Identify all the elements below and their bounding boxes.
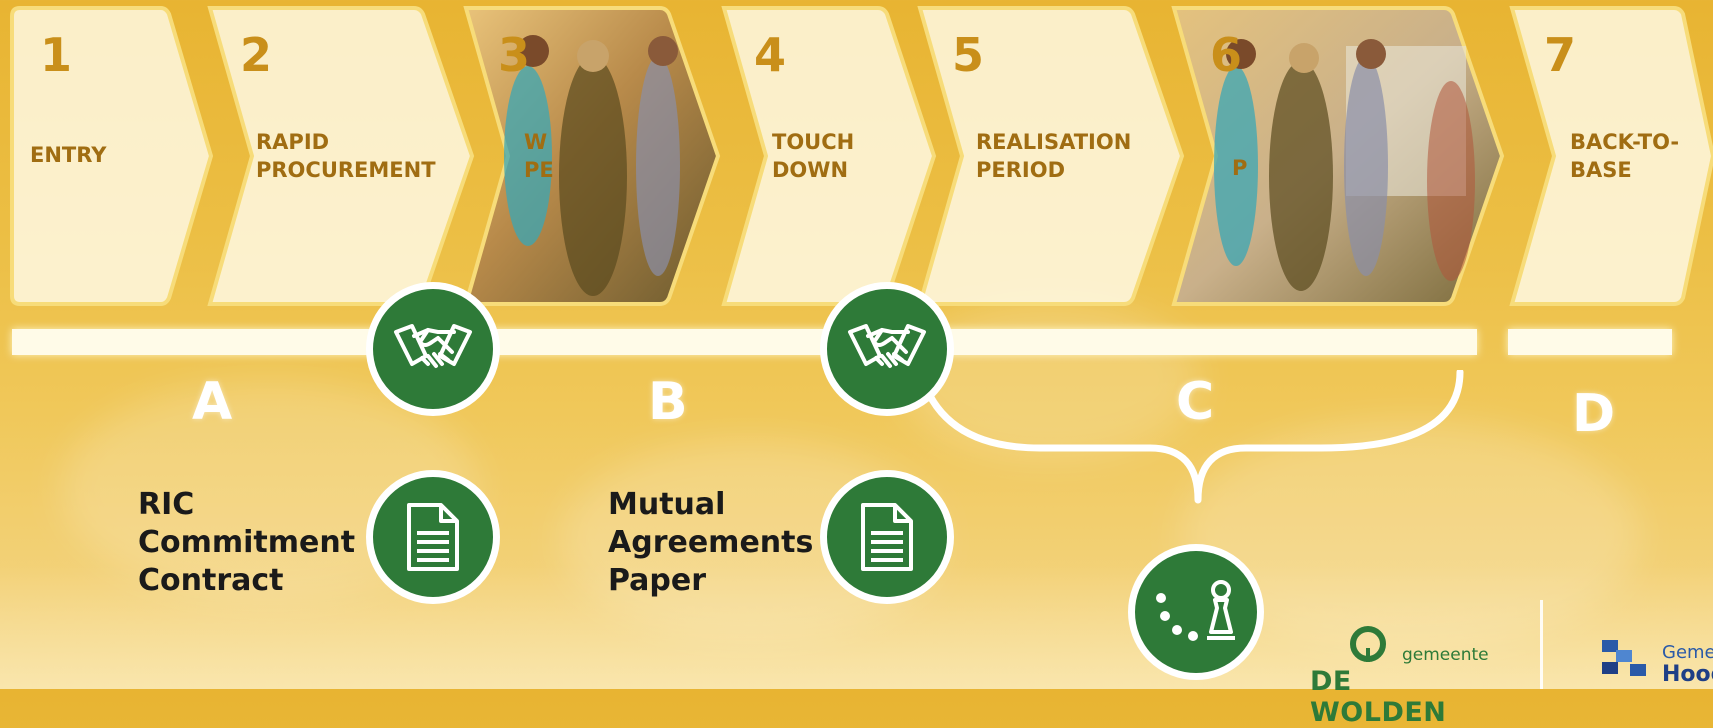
- step-number: 4: [754, 28, 787, 82]
- document-icon: [366, 470, 500, 604]
- step-label: W PE: [524, 130, 554, 182]
- step-chevron-6: 6 P: [1166, 6, 1506, 306]
- logo-tree-icon: [1350, 626, 1386, 662]
- step-label: ENTRY: [30, 143, 107, 167]
- step-label: BACK-TO- BASE: [1570, 130, 1680, 182]
- step-label: TOUCH DOWN: [772, 130, 855, 182]
- logo-hoogeveen: Geme Hoog: [1596, 630, 1713, 689]
- step-label: P: [1232, 156, 1248, 180]
- phase-letter-d: D: [1572, 384, 1616, 444]
- logo-de-wolden: gemeente DE WOLDEN: [1308, 622, 1498, 728]
- phase-letter-b: B: [648, 372, 688, 432]
- step-chevron-5: 5 REALISATION PERIOD: [912, 6, 1186, 306]
- handshake-icon: [366, 282, 500, 416]
- logo-divider: [1540, 600, 1543, 689]
- step-number: 2: [240, 28, 273, 82]
- step-chevron-2: 2 RAPID PROCUREMENT: [202, 6, 476, 306]
- step-chevron-3: 3 W PE: [458, 6, 722, 306]
- step-number: 7: [1544, 28, 1577, 82]
- phase-letter-a: A: [192, 372, 233, 432]
- step-chevron-1: 1 ENTRY: [6, 6, 216, 306]
- document-icon: [820, 470, 954, 604]
- logo-wolden-wordmark: DE WOLDEN: [1310, 666, 1447, 728]
- phase-bar-d: [1508, 329, 1672, 355]
- logo-blocks-icon: [1602, 640, 1646, 676]
- phase-c-bracket: [916, 370, 1464, 504]
- logo-hoog-wordmark: Hoog: [1662, 662, 1713, 687]
- phase-bar-abc: [12, 329, 1477, 355]
- chess-pawn-icon: [1128, 544, 1264, 680]
- document-label-map: Mutual Agreements Paper: [608, 487, 814, 598]
- handshake-icon: [820, 282, 954, 416]
- step-number: 6: [1210, 28, 1243, 82]
- logo-hoog-gemeente-text: Geme: [1662, 642, 1713, 663]
- document-label-ric: RIC Commitment Contract: [138, 487, 356, 598]
- step-number: 5: [952, 28, 985, 82]
- phase-letter-c: C: [1176, 372, 1215, 432]
- step-label: REALISATION PERIOD: [976, 130, 1132, 182]
- step-number: 1: [40, 28, 73, 82]
- step-label: RAPID PROCUREMENT: [256, 130, 436, 182]
- step-chevron-7: 7 BACK-TO- BASE: [1504, 6, 1713, 306]
- step-number: 3: [498, 28, 531, 82]
- step-chevron-4: 4 TOUCH DOWN: [716, 6, 938, 306]
- logo-gemeente-text: gemeente: [1402, 645, 1489, 665]
